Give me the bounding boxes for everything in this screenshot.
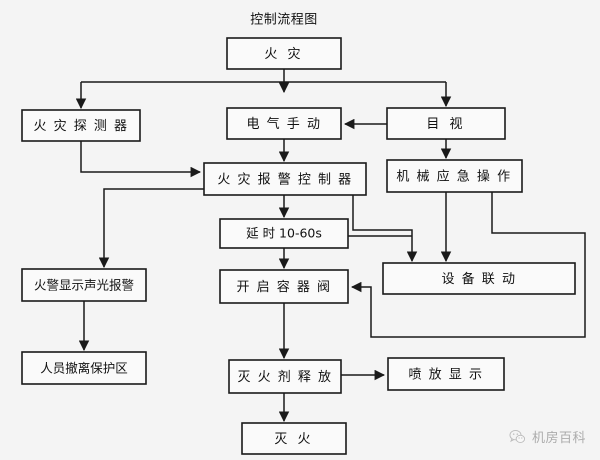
- node-fire-label: 火 灾: [264, 46, 303, 62]
- node-agent-release-box[interactable]: [228, 359, 342, 394]
- node-delay[interactable]: 延 时 10-60s: [219, 218, 349, 249]
- node-electric-manual-label: 电 气 手 动: [247, 116, 322, 132]
- node-visual[interactable]: 目 视: [386, 107, 506, 140]
- node-fire-alarm-controller[interactable]: 火 灾 报 警 控 制 器: [203, 162, 367, 196]
- node-detector-label: 火 灾 探 测 器: [33, 118, 128, 134]
- node-open-container-valve-box[interactable]: [219, 269, 349, 304]
- edge-layer: [75, 69, 586, 423]
- node-evacuate[interactable]: 人员撤离保护区: [21, 351, 147, 385]
- node-alarm-display-box[interactable]: [21, 268, 147, 302]
- node-mechanical-emergency[interactable]: 机 械 应 急 操 作: [386, 159, 523, 193]
- node-spray-display-label: 喷 放 显 示: [409, 368, 484, 383]
- node-extinguish-label: 灭 火: [274, 432, 313, 447]
- node-layer: 火 灾 火 灾 探 测 器 电 气 手 动 目 视 火 灾 报 警 控 制 器: [21, 37, 576, 455]
- node-fire-box[interactable]: [226, 37, 342, 70]
- watermark-label: 机房百科: [531, 431, 586, 446]
- node-detector[interactable]: 火 灾 探 测 器: [21, 109, 141, 142]
- node-open-container-valve-label: 开 启 容 器 阀: [236, 279, 331, 295]
- node-equipment-linkage-box[interactable]: [382, 262, 576, 295]
- node-alarm-display[interactable]: 火警显示声光报警: [21, 268, 147, 302]
- node-evacuate-box[interactable]: [21, 351, 147, 385]
- node-visual-label: 目 视: [426, 117, 465, 132]
- watermark: 机房百科: [508, 427, 586, 446]
- node-fire-alarm-controller-label: 火 灾 报 警 控 制 器: [217, 172, 352, 188]
- node-equipment-linkage[interactable]: 设 备 联 动: [382, 262, 576, 295]
- edge-controller-to-linkage: [352, 195, 418, 263]
- node-delay-label: 延 时 10-60s: [246, 226, 322, 241]
- node-visual-box[interactable]: [386, 107, 506, 140]
- node-agent-release[interactable]: 灭 火 剂 释 放: [228, 359, 342, 394]
- node-fire[interactable]: 火 灾: [226, 37, 342, 70]
- edge-detector-to-controller: [80, 141, 202, 178]
- node-electric-manual-box[interactable]: [226, 107, 342, 140]
- node-evacuate-label: 人员撤离保护区: [40, 361, 128, 376]
- node-electric-manual[interactable]: 电 气 手 动: [226, 107, 342, 140]
- node-spray-display-box[interactable]: [387, 357, 505, 391]
- node-mechanical-emergency-label: 机 械 应 急 操 作: [396, 169, 511, 185]
- edge-mechanical-to-valve: [350, 192, 586, 338]
- node-alarm-display-label: 火警显示声光报警: [34, 278, 134, 293]
- node-delay-box[interactable]: [219, 218, 349, 249]
- node-extinguish[interactable]: 灭 火: [241, 422, 347, 455]
- diagram-title: 控制流程图: [250, 13, 318, 28]
- edge-controller-to-alarm-display: [98, 188, 204, 269]
- node-agent-release-label: 灭 火 剂 释 放: [237, 370, 332, 385]
- node-equipment-linkage-label: 设 备 联 动: [442, 271, 517, 287]
- node-extinguish-box[interactable]: [241, 422, 347, 455]
- node-spray-display[interactable]: 喷 放 显 示: [387, 357, 505, 391]
- node-open-container-valve[interactable]: 开 启 容 器 阀: [219, 269, 349, 304]
- wechat-logo-icon: [509, 429, 526, 443]
- node-detector-box[interactable]: [21, 109, 141, 142]
- node-fire-alarm-controller-box[interactable]: [203, 162, 367, 196]
- node-mechanical-emergency-box[interactable]: [386, 159, 523, 193]
